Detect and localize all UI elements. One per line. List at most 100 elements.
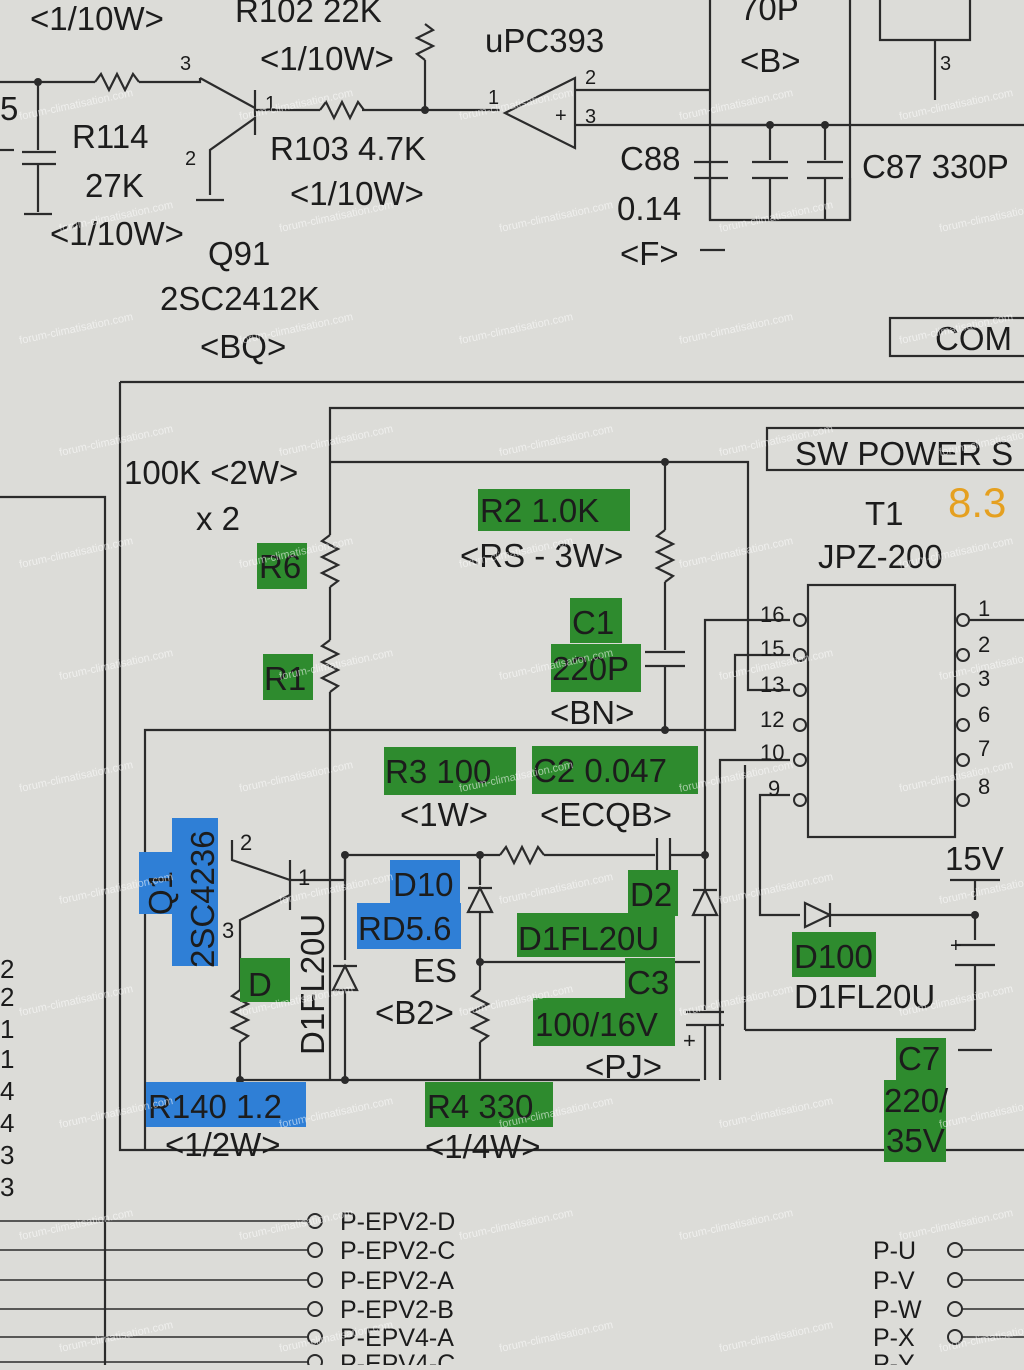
left-label-2: 1 [0, 1014, 14, 1044]
pin-right-7: 7 [978, 736, 990, 761]
pin-left-13: 13 [760, 672, 784, 697]
pin-left-12: 12 [760, 707, 784, 732]
label-d2: D2 [630, 876, 672, 913]
connector-p-epv4-a: P-EPV4-A [340, 1324, 454, 1352]
label-r6: R6 [259, 548, 301, 585]
label-r4: R4 330 [427, 1088, 533, 1125]
watermark-text: forum-climatisation.com [238, 1207, 354, 1243]
watermark-text: forum-climatisation.com [498, 199, 614, 235]
label-q1: Q1 [142, 871, 179, 915]
label-d2-part: D1FL20U [518, 920, 659, 957]
label-c3-code: <PJ> [585, 1048, 662, 1085]
label-r2-code: <RS - 3W> [460, 537, 623, 574]
label-c88: C88 [620, 140, 681, 177]
label-com-box: COM [935, 320, 1012, 357]
label-left-num: 5 [0, 90, 18, 127]
label-r103-power: <1/10W> [290, 175, 424, 212]
pin-right-2: 2 [978, 632, 990, 657]
label-r3: R3 100 [385, 753, 491, 790]
connector-p-epv2-c: P-EPV2-C [340, 1237, 455, 1265]
connector-p-y: P-Y [873, 1350, 915, 1365]
watermark-text: forum-climatisation.com [718, 871, 834, 907]
pin-left-16: 16 [760, 602, 784, 627]
label-section-title: SW POWER S [795, 435, 1013, 472]
label-r4-power: <1/4W> [425, 1128, 541, 1165]
connector-p-w: P-W [873, 1296, 922, 1324]
label-r3-power: <1W> [400, 796, 488, 833]
watermark-text: forum-climatisation.com [678, 1207, 794, 1243]
watermark-text: forum-climatisation.com [498, 1319, 614, 1355]
connector-p-u: P-U [873, 1237, 916, 1265]
label-r114-power: <1/10W> [50, 215, 184, 252]
watermark-text: forum-climatisation.com [898, 759, 1014, 795]
label-d10-part: RD5.6 [358, 910, 452, 947]
svg-text:1: 1 [265, 93, 276, 115]
label-c88-code: <F> [620, 235, 679, 272]
pin-left-15: 15 [760, 636, 784, 661]
watermark-text: forum-climatisation.com [718, 1095, 834, 1131]
watermark-text: forum-climatisation.com [18, 983, 134, 1019]
label-c-top: 70P [740, 0, 799, 27]
label-d100-part: D1FL20U [794, 978, 935, 1015]
highlights [139, 489, 946, 1162]
label-t1: T1 [865, 495, 904, 532]
power-frame [0, 380, 1024, 1365]
label-r1: R1 [264, 660, 306, 697]
label-c7: C7 [898, 1040, 940, 1077]
watermark-text: forum-climatisation.com [278, 871, 394, 907]
svg-text:3: 3 [180, 53, 191, 75]
svg-text:+: + [683, 1028, 696, 1053]
left-label-3: 1 [0, 1044, 14, 1074]
svg-text:3: 3 [940, 53, 951, 75]
label-q91: Q91 [208, 235, 270, 272]
label-c1-code: <BN> [550, 694, 634, 731]
watermark-text: forum-climatisation.com [458, 1207, 574, 1243]
label-r102-power: <1/10W> [260, 40, 394, 77]
pin-right-6: 6 [978, 702, 990, 727]
label-15v: 15V [945, 840, 1004, 877]
watermark-text: forum-climatisation.com [18, 1207, 134, 1243]
label-d-small: D [248, 966, 272, 1003]
label-r114: R114 [72, 118, 148, 155]
label-c7-value1: 220/ [884, 1082, 949, 1119]
left-label-5: 4 [0, 1108, 14, 1138]
label-c1: C1 [572, 604, 614, 641]
watermark-text: forum-climatisation.com [18, 759, 134, 795]
label-c1-value: 220P [552, 650, 629, 687]
top-pin-numbers: 3 1 2 1 2 3 + 3 [180, 53, 951, 170]
label-orange-number: 8.3 [948, 479, 1006, 526]
label-d10: D10 [393, 866, 454, 903]
label-c3: C3 [627, 964, 669, 1001]
label-d-vertical: D1FL20U [294, 914, 331, 1055]
svg-text:2: 2 [240, 830, 252, 855]
svg-text:2: 2 [185, 148, 196, 170]
power-labels: SW POWER S 100K <2W> x 2 R6 R1 R2 1.0K <… [124, 435, 1013, 1165]
watermark-text: forum-climatisation.com [938, 1095, 1024, 1131]
watermark-text: forum-climatisation.com [938, 199, 1024, 235]
left-edge-labels: 2 2 1 1 4 4 3 3 [0, 954, 14, 1202]
label-r140: R140 1.2 [148, 1088, 282, 1125]
connector-p-x: P-X [873, 1324, 915, 1352]
power-wires [229, 458, 1000, 1084]
svg-text:1: 1 [298, 865, 310, 890]
watermark-text: forum-climatisation.com [18, 311, 134, 347]
label-c3-value: 100/16V [535, 1006, 658, 1043]
label-d100: D100 [794, 938, 873, 975]
pin-right-8: 8 [978, 774, 990, 799]
watermark-text: forum-climatisation.com [898, 87, 1014, 123]
connectors: P-EPV2-D P-EPV2-C P-EPV2-A P-EPV2-B P-EP… [0, 1208, 1024, 1370]
label-c88-value: 0.14 [617, 190, 681, 227]
connector-p-epv2-a: P-EPV2-A [340, 1267, 454, 1295]
label-r2: R2 1.0K [480, 492, 599, 529]
watermark-text: forum-climatisation.com [18, 535, 134, 571]
label-es: ES [413, 952, 457, 989]
label-c2: C2 0.047 [533, 752, 667, 789]
pin-right-3: 3 [978, 666, 990, 691]
label-r140-power: <1/2W> [165, 1126, 281, 1163]
connector-p-epv4-c: P-EPV4-C [340, 1350, 455, 1365]
top-circuit [0, 0, 1024, 358]
watermark-text: forum-climatisation.com [678, 87, 794, 123]
watermark-text: forum-climatisation.com [678, 311, 794, 347]
label-t1-part: JPZ-200 [818, 538, 943, 575]
